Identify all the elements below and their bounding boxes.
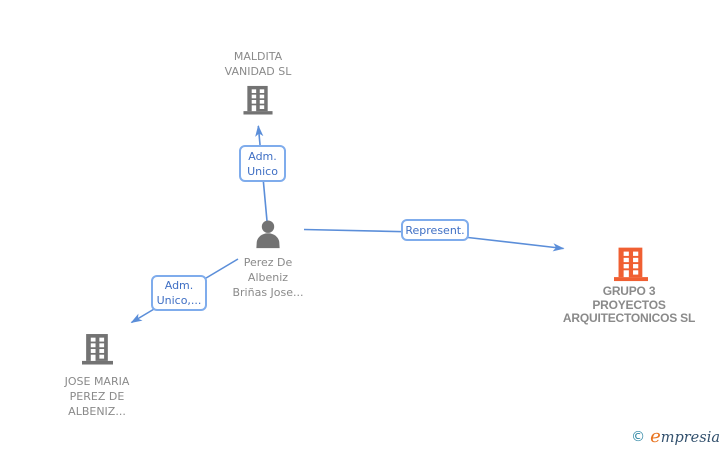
building-icon[interactable] [82,331,113,366]
edge-label-represent[interactable]: Represent. [401,219,469,241]
empresia-brand-initial: e [650,426,661,447]
edge-label-line: Unico [247,164,278,178]
node-label-line: Albeniz [247,271,289,284]
node-label-line: MALDITA [233,50,283,63]
node-label-line: GRUPO 3 [602,284,656,298]
empresia-logo[interactable]: ©empresia [631,426,720,447]
node-label-line: VANIDAD SL [224,65,292,78]
node-label-line: PROYECTOS [592,297,666,312]
node-label-line: PEREZ DE [69,390,125,403]
building-icon[interactable] [243,84,273,115]
node-label-perez-de-albeniz[interactable]: Perez De Albeniz Briñas Jose... [196,255,340,300]
node-label-line: Perez De [243,256,293,269]
copyright-icon: © [631,429,646,445]
edge-label-line: Represent. [405,223,465,237]
node-label-jose-maria-perez[interactable]: JOSE MARIA PEREZ DE ALBENIZ... [22,374,172,419]
node-label-line: JOSE MARIA [64,375,130,388]
node-label-grupo-3-proyectos[interactable]: GRUPO 3 PROYECTOS ARQUITECTONICOS SL [548,284,710,326]
edge-label-adm-unico-2[interactable]: Adm. Unico,... [151,275,207,311]
edge-label-adm-unico[interactable]: Adm. Unico [239,145,286,182]
person-icon[interactable] [253,219,283,249]
empresia-brand-text: mpresia [660,430,720,446]
node-label-line: ALBENIZ... [68,405,126,418]
edge-label-line: Adm. [164,279,194,292]
node-label-line: Briñas Jose... [232,286,304,299]
node-label-maldita-vanidad[interactable]: MALDITA VANIDAD SL [182,49,334,79]
edge-label-line: Unico,... [156,294,202,307]
building-icon[interactable] [614,245,648,282]
node-label-line: ARQUITECTONICOS SL [562,311,696,325]
edge-label-line: Adm. [248,149,277,163]
